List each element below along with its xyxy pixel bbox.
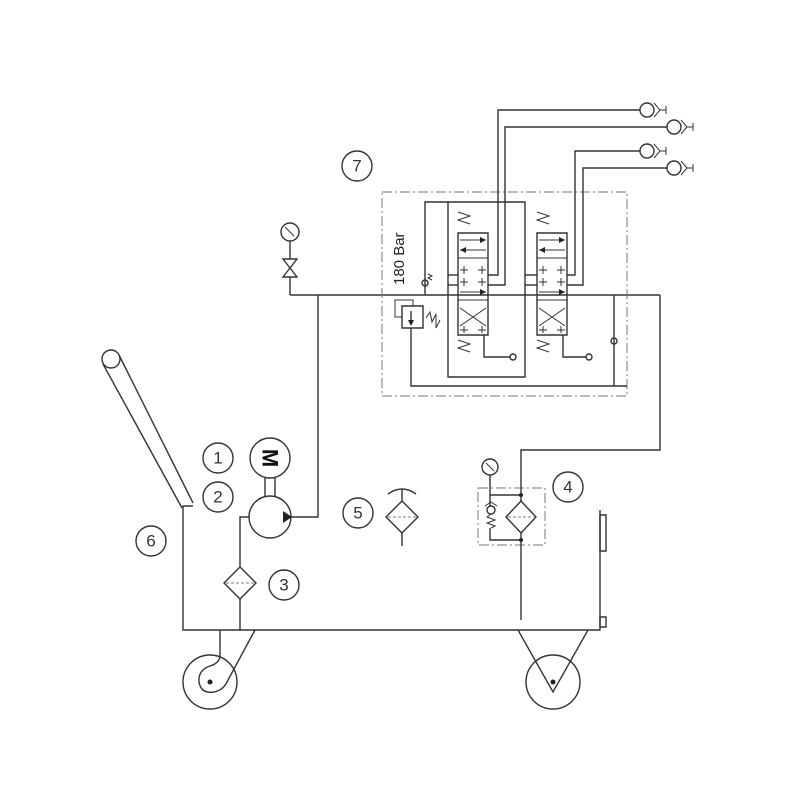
coupler-icon — [640, 103, 666, 117]
svg-text:5: 5 — [353, 504, 362, 523]
air-breather-filter — [386, 489, 418, 546]
callout-6: 6 — [136, 526, 166, 556]
output-line-a2 — [567, 151, 640, 275]
coupler-icon — [667, 161, 693, 175]
callout-5: 5 — [343, 498, 373, 528]
coupler-icon — [640, 144, 666, 158]
output-line-a1 — [488, 110, 640, 275]
svg-text:1: 1 — [213, 449, 222, 468]
left-caster-wheel — [183, 630, 255, 709]
svg-text:4: 4 — [563, 478, 572, 497]
svg-text:3: 3 — [279, 576, 288, 595]
tank — [183, 506, 606, 630]
svg-text:7: 7 — [352, 157, 361, 176]
right-wheel — [518, 630, 588, 709]
valve-block: 180 Bar — [382, 110, 667, 396]
svg-text:6: 6 — [146, 532, 155, 551]
electric-motor: M — [250, 438, 290, 496]
hydraulic-pump — [240, 295, 318, 567]
output-line-b2 — [567, 168, 667, 285]
coupler-icon — [667, 120, 693, 134]
directional-valve-1 — [448, 212, 516, 360]
svg-text:2: 2 — [213, 488, 222, 507]
quick-couplers — [640, 103, 693, 175]
output-line-b1 — [488, 127, 667, 285]
callout-7: 7 — [342, 151, 372, 181]
relief-valve — [402, 306, 423, 328]
relief-pressure-label: 180 Bar — [391, 232, 408, 285]
suction-filter — [224, 567, 256, 630]
directional-valve-2 — [525, 212, 592, 360]
callout-1: 1 — [203, 443, 233, 473]
callout-4: 4 — [553, 472, 583, 502]
callout-2: 2 — [203, 482, 233, 512]
pressure-gauge-shutoff — [281, 223, 299, 295]
bypass-check-valve-icon — [487, 506, 495, 514]
check-valve-icon — [422, 280, 428, 286]
motor-symbol: M — [258, 449, 283, 467]
return-filter-assembly — [478, 295, 660, 620]
cart-handle — [102, 350, 193, 508]
callout-3: 3 — [269, 570, 299, 600]
